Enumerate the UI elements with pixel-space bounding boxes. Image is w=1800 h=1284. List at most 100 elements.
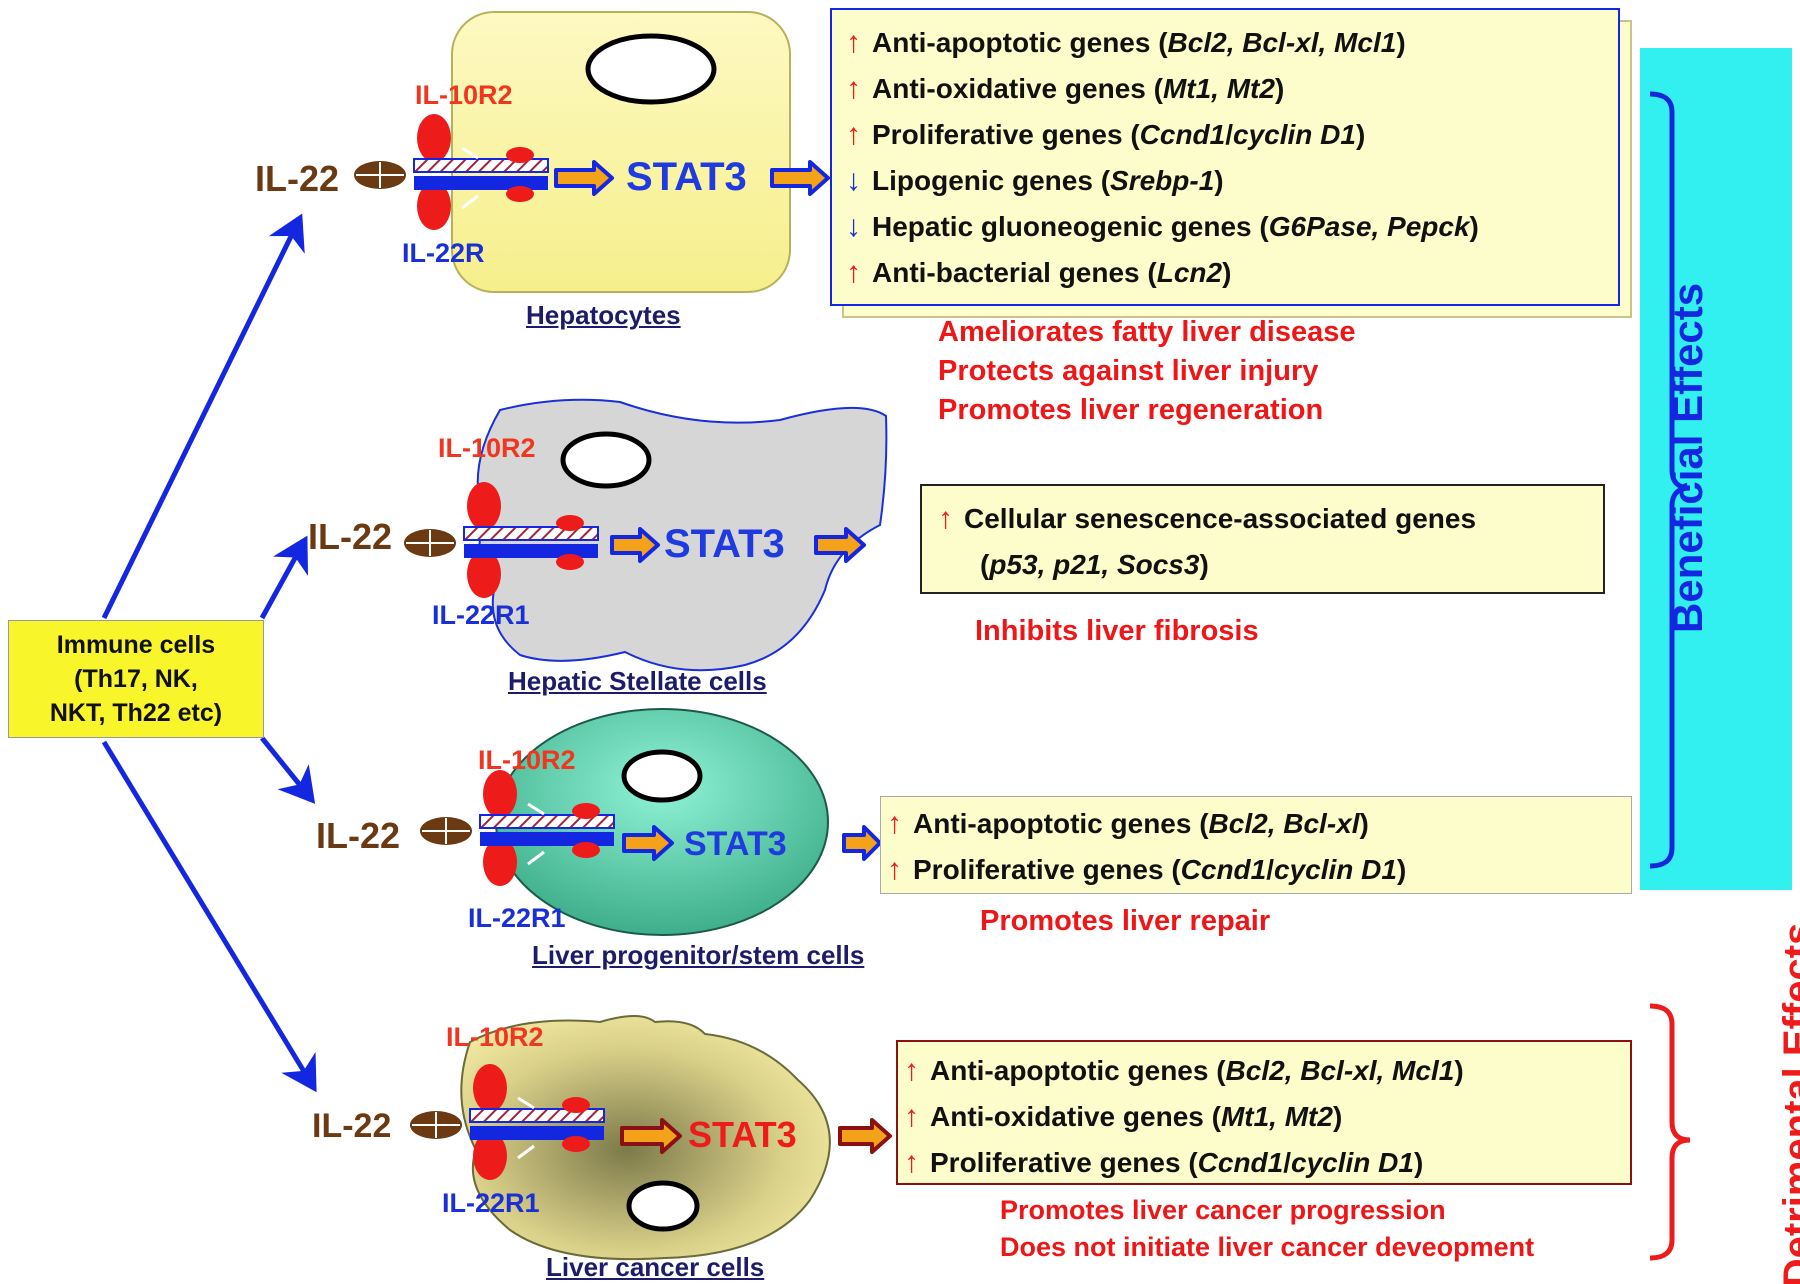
receptor-bottom-label-3: IL-22R1 bbox=[468, 903, 566, 933]
text-fragment: / bbox=[1225, 119, 1234, 150]
text-fragment: Lcn2 bbox=[1156, 257, 1223, 288]
text-fragment: Cellular senescence-associated genes bbox=[964, 503, 1477, 534]
arrow-to-hepatocyte bbox=[101, 213, 305, 620]
text-fragment: ↑ bbox=[846, 118, 861, 151]
text-fragment: Ameliorates fatty liver disease bbox=[938, 316, 1356, 348]
text-fragment: Hepatic gluoneogenic genes ( bbox=[872, 211, 1269, 242]
text-fragment: Promotes liver regeneration bbox=[938, 394, 1324, 426]
gene-line: ↑Proliferative genes (Ccnd1/cyclin D1) bbox=[846, 112, 1618, 158]
text-fragment: Promotes liver repair bbox=[980, 905, 1271, 937]
gene-box-hepatocyte: ↑Anti-apoptotic genes (Bcl2, Bcl-xl, Mcl… bbox=[830, 8, 1620, 306]
receptor-top-label-4: IL-10R2 bbox=[446, 1022, 544, 1052]
text-fragment: ↑ bbox=[904, 1100, 919, 1133]
text-fragment: Promotes liver cancer progression bbox=[1000, 1195, 1446, 1225]
text-fragment: ) bbox=[1359, 808, 1369, 839]
text-fragment: ) bbox=[1222, 257, 1232, 288]
outcomes-stellate: Inhibits liver fibrosis bbox=[975, 612, 1259, 651]
text-fragment: Anti-apoptotic genes ( bbox=[913, 808, 1209, 839]
receptor-top-label-2: IL-10R2 bbox=[438, 433, 536, 463]
cell-label-progenitor: Liver progenitor/stem cells bbox=[532, 940, 865, 970]
text-fragment: Mt1, Mt2 bbox=[1220, 1101, 1333, 1132]
gene-box-cancer: ↑ Anti-apoptotic genes (Bcl2, Bcl-xl, Mcl… bbox=[896, 1040, 1632, 1185]
receptor-bottom-label-2: IL-22R1 bbox=[432, 600, 530, 630]
outcomes-cancer: Promotes liver cancer progression Does n… bbox=[1000, 1192, 1534, 1266]
receptor-top-label-3: IL-10R2 bbox=[478, 745, 576, 775]
text-fragment: Anti-apoptotic genes ( bbox=[930, 1055, 1226, 1086]
text-fragment: Proliferative genes ( bbox=[872, 119, 1140, 150]
text-fragment: Ccnd1 bbox=[1197, 1147, 1284, 1178]
text-fragment: Proliferative genes ( bbox=[930, 1147, 1198, 1178]
arrow-to-progenitor bbox=[260, 736, 316, 804]
text-fragment: Srebp-1 bbox=[1110, 165, 1215, 196]
cell-label-stellate: Hepatic Stellate cells bbox=[508, 666, 767, 696]
cancer-nucleus bbox=[626, 1180, 700, 1232]
gene-line: ↑Anti-oxidative genes (Mt1, Mt2) bbox=[904, 1094, 1630, 1140]
detrimental-effects-label: Detrimental Effects bbox=[1776, 922, 1800, 1284]
text-fragment: Lipogenic genes ( bbox=[872, 165, 1111, 196]
text-fragment: ) bbox=[1214, 165, 1224, 196]
text-fragment: ↓ bbox=[846, 164, 861, 197]
text-fragment: ) bbox=[1396, 854, 1407, 885]
progenitor-nucleus bbox=[621, 749, 703, 803]
receptor-complex-1 bbox=[354, 114, 549, 230]
gene-line: ↑Anti-oxidative genes (Mt1, Mt2) bbox=[846, 66, 1618, 112]
text-fragment: cyclin D1 bbox=[1233, 119, 1356, 150]
text-fragment: Anti-bacterial genes ( bbox=[872, 257, 1157, 288]
text-fragment: Bcl2, Bcl-xl, Mcl1 bbox=[1225, 1055, 1455, 1086]
arrow-to-stellate bbox=[259, 535, 309, 620]
text-fragment: Bcl2, Bcl-xl bbox=[1208, 808, 1360, 839]
beneficial-band bbox=[1640, 48, 1792, 890]
receptor-bottom-label-4: IL-22R1 bbox=[442, 1188, 540, 1218]
text-fragment: ( bbox=[980, 549, 990, 580]
gene-box-progenitor: ↑ Anti-apoptotic genes (Bcl2, Bcl-xl) ↑Pr… bbox=[880, 796, 1632, 894]
stat3-label-2: STAT3 bbox=[664, 522, 785, 566]
text-fragment: ↓ bbox=[846, 210, 861, 243]
gene-line: ↑Proliferative genes (Ccnd1/cyclin D1) bbox=[887, 847, 1631, 893]
text-fragment: Anti-apoptotic genes ( bbox=[872, 27, 1168, 58]
text-fragment: Does not initiate liver cancer deveopmen… bbox=[1000, 1232, 1535, 1262]
outcomes-progenitor: Promotes liver repair bbox=[980, 902, 1270, 941]
text-fragment: G6Pase, Pepck bbox=[1268, 211, 1470, 242]
receptor-complex-2 bbox=[404, 482, 599, 598]
text-fragment: ↑ bbox=[846, 26, 861, 59]
text-fragment: cyclin D1 bbox=[1291, 1147, 1414, 1178]
stellate-nucleus bbox=[560, 431, 652, 489]
text-fragment: ) bbox=[1199, 549, 1209, 580]
text-fragment: Anti-oxidative genes ( bbox=[930, 1101, 1221, 1132]
text-fragment: Ccnd1 bbox=[1139, 119, 1226, 150]
il22-label-1: IL-22 bbox=[255, 158, 340, 199]
gene-line: ↑Anti-apoptotic genes (Bcl2, Bcl-xl, Mcl… bbox=[846, 20, 1618, 66]
text-fragment: ↑ bbox=[846, 72, 861, 105]
text-fragment: / bbox=[1283, 1147, 1292, 1178]
stat3-label-4: STAT3 bbox=[688, 1114, 797, 1155]
immune-line-1: Immune cells bbox=[56, 631, 216, 659]
immune-line-3: NKT, Th22 etc) bbox=[49, 699, 223, 727]
il22-label-4: IL-22 bbox=[312, 1107, 392, 1145]
cell-label-hepatocytes: Hepatocytes bbox=[526, 300, 681, 330]
il22-label-3: IL-22 bbox=[316, 815, 401, 856]
text-fragment: ) bbox=[1454, 1055, 1464, 1086]
text-fragment: / bbox=[1266, 854, 1275, 885]
text-fragment: ↑ bbox=[887, 807, 902, 840]
gene-line: ↓ Hepatic gluoneogenic genes (G6Pase, Pep… bbox=[846, 204, 1618, 250]
text-fragment: ) bbox=[1274, 73, 1285, 104]
receptor-complex-3 bbox=[420, 770, 615, 886]
receptor-bottom-label-1: IL-22R bbox=[402, 238, 485, 268]
outcomes-hepatocyte: Ameliorates fatty liver disease Protects… bbox=[938, 313, 1355, 430]
immune-cells-box: Immune cells (Th17, NK, NKT, Th22 etc) bbox=[8, 620, 264, 738]
signal-arrows bbox=[554, 160, 892, 1154]
gene-line: ↑Anti-apoptotic genes (Bcl2, Bcl-xl, Mcl… bbox=[904, 1048, 1630, 1094]
text-fragment: ) bbox=[1396, 27, 1406, 58]
receptor-complex-4 bbox=[410, 1064, 605, 1180]
immune-line-2: (Th17, NK, bbox=[74, 665, 198, 693]
text-fragment: ↑ bbox=[938, 502, 953, 535]
il22-label-2: IL-22 bbox=[308, 516, 393, 557]
text-fragment: p53, p21, Socs3 bbox=[989, 549, 1200, 580]
gene-box-stellate: ↑ Cellular senescence-associated genes (p… bbox=[920, 484, 1605, 594]
text-fragment: Ccnd1 bbox=[1180, 854, 1267, 885]
text-fragment: ) bbox=[1469, 211, 1479, 242]
text-fragment: Inhibits liver fibrosis bbox=[975, 615, 1259, 647]
text-fragment: cyclin D1 bbox=[1274, 854, 1397, 885]
